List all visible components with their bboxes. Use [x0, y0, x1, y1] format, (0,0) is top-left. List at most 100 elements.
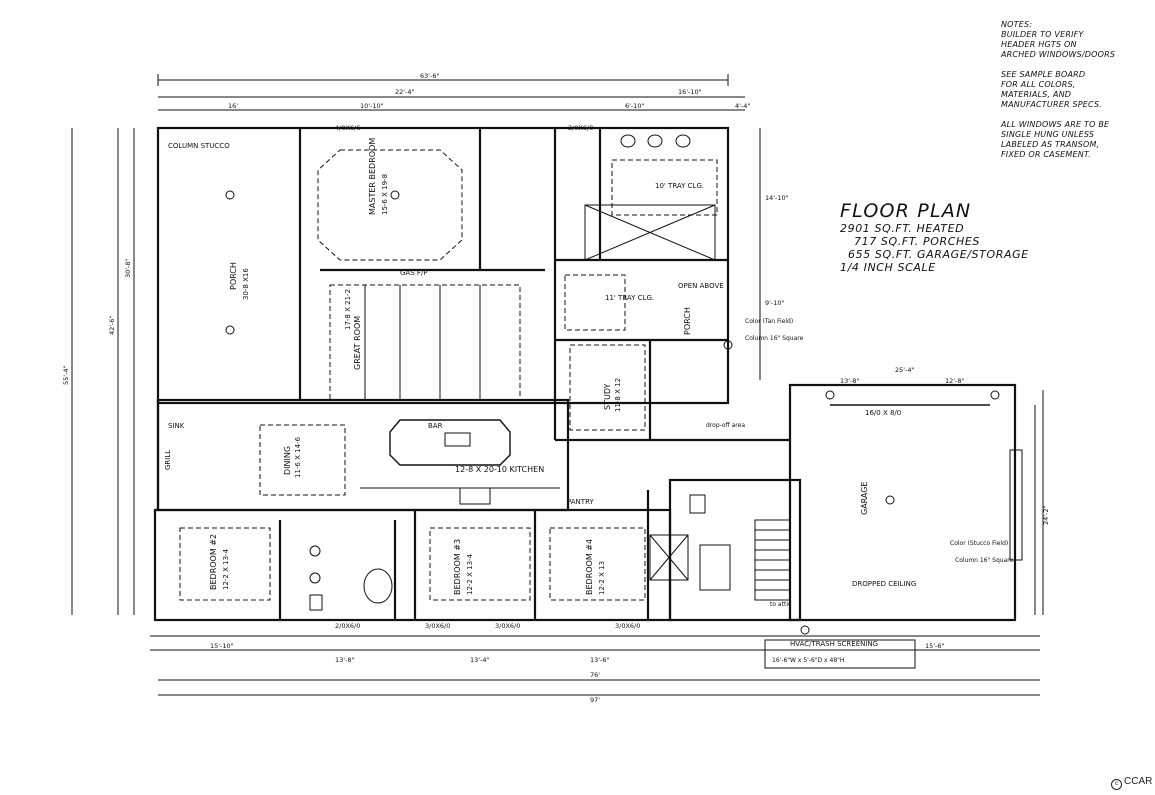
bathtub: [363, 568, 393, 604]
study-dim: 11-8 X 12: [614, 378, 622, 412]
column-color-note-1: Color (Tan Field): [745, 318, 793, 325]
dining-label: DINING: [283, 446, 292, 475]
dim-bottom-c: 13'-4": [470, 656, 490, 664]
trash-label: HVAC/TRASH SCREENING: [790, 640, 878, 648]
upper-wing-walls: [156, 126, 730, 405]
dim-overall-top: 63'-6": [420, 72, 440, 80]
master-sink-left: [620, 134, 636, 148]
trash-dim: 16'-6"W x 5'-6"D x 48"H: [772, 657, 844, 664]
window-label-e: 2/0X6/0: [335, 622, 360, 630]
notes-line: FIXED OR CASEMENT.: [1001, 150, 1091, 159]
notes-line: FOR ALL COLORS,: [1001, 80, 1076, 89]
trash-screen: [764, 639, 916, 669]
garage-door-label: 16/0 X 8/0: [865, 409, 901, 417]
heated-area: 2901 SQ.FT. HEATED: [840, 222, 965, 235]
bedroom-2-label: BEDROOM #2: [209, 534, 218, 590]
garage-label: GARAGE: [860, 482, 869, 516]
notes-block: NOTES: BUILDER TO VERIFY HEADER HGTS ON …: [1001, 20, 1151, 160]
porch-area: 717 SQ.FT. PORCHES: [854, 235, 980, 248]
bedroom-3-dim: 12-2 X 13-4: [466, 553, 474, 595]
dim-right-c: 12'-8": [945, 377, 965, 385]
window-label-a: 4/0X6/6: [335, 124, 360, 132]
notes-spacer: [1001, 60, 1151, 70]
dim-overall-bottom: 97': [590, 696, 600, 704]
dim-bottom-b: 13'-8": [335, 656, 355, 664]
notes-heading: NOTES:: [1001, 20, 1033, 29]
column-size-note-1: Column 16" Square: [745, 335, 804, 342]
porch2-label: PORCH: [683, 307, 692, 335]
bedroom-4-dim: 12-2 X 13: [598, 561, 606, 595]
window-label-d: 3/0X6/0: [495, 622, 520, 630]
sink-label: SINK: [168, 422, 185, 430]
ceiling-light: [225, 190, 235, 200]
plan-scale: 1/4 INCH SCALE: [840, 261, 936, 274]
grill-label: GRILL: [164, 450, 172, 470]
great-room-ceiling: [329, 284, 521, 401]
notes-line: ALL WINDOWS ARE TO BE: [1001, 120, 1110, 129]
great-room-dim: 17-8 X 21-2: [344, 289, 352, 330]
master-dim: 15-6 X 19-8: [381, 174, 389, 215]
drop-off-label: drop-off area: [706, 422, 745, 429]
bedroom-2-dim: 12-2 X 13-4: [222, 548, 230, 590]
attic-label: to attic: [770, 601, 791, 608]
tray-clg-2-label: 11' TRAY CLG.: [605, 294, 654, 302]
dim-bottom-e: 15'-6": [925, 642, 945, 650]
study-label: STUDY: [603, 383, 612, 410]
porch-dim: 30-8 X16: [242, 268, 250, 300]
dining-dim: 11-6 X 14-6: [294, 436, 302, 478]
copyright-icon: c: [1111, 779, 1122, 790]
bar-label: BAR: [428, 422, 443, 430]
column-color-note-2: Color (Stucco Field): [950, 540, 1008, 547]
dim-right-b: 13'-8": [840, 377, 860, 385]
dim-top-b: 16': [228, 102, 238, 110]
dim-right-e: 9'-10": [765, 299, 785, 307]
notes-line: SEE SAMPLE BOARD: [1001, 70, 1086, 79]
window-label-c: 3/0X6/0: [425, 622, 450, 630]
dim-top-e: 16'-10": [678, 88, 702, 96]
master-label: MASTER BEDROOM: [368, 138, 377, 215]
master-tray-ceiling: [317, 149, 463, 261]
garage-area: 655 SQ.FT. GARAGE/STORAGE: [848, 248, 1029, 261]
dim-right-a: 25'-4": [895, 366, 915, 374]
bedroom-4-label: BEDROOM #4: [585, 539, 594, 595]
bedroom-3-label: BEDROOM #3: [453, 539, 462, 595]
great-room-label: GREAT ROOM: [353, 316, 362, 370]
tray-clg-label: 10' TRAY CLG.: [655, 182, 704, 190]
dim-top-f: 4'-4": [735, 102, 750, 110]
column-size-note-2: Column 16" Square: [955, 557, 1014, 564]
notes-line: MATERIALS, AND: [1001, 90, 1072, 99]
open-above-label: OPEN ABOVE: [678, 282, 724, 290]
window-label-f: 3/0X6/0: [615, 622, 640, 630]
dim-bottom-a: 15'-10": [210, 642, 234, 650]
garage-walls: [788, 383, 1017, 622]
notes-spacer: [1001, 110, 1151, 120]
dim-porch-depth: 30'-8": [124, 258, 132, 278]
notes-line: LABELED AS TRANSOM,: [1001, 140, 1100, 149]
gas-fp-label: GAS F/P: [400, 269, 428, 277]
dim-top-d: 10'-10": [360, 102, 384, 110]
ccar-text: CCAR: [1124, 776, 1153, 787]
notes-line: MANUFACTURER SPECS.: [1001, 100, 1102, 109]
plan-title: FLOOR PLAN: [840, 200, 972, 222]
dim-bottom-d: 13'-6": [590, 656, 610, 664]
notes-line: BUILDER TO VERIFY: [1001, 30, 1084, 39]
kitchen-label: 12-8 X 20-10 KITCHEN: [455, 465, 544, 474]
dim-top-c: 6'-10": [625, 102, 645, 110]
title-block: FLOOR PLAN 2901 SQ.FT. HEATED 717 SQ.FT.…: [840, 200, 1029, 274]
kitchen-island: [389, 419, 511, 466]
dim-left-depth-2: 42'-6": [108, 315, 116, 335]
window-label-b: 2/0X6/0: [568, 124, 593, 132]
notes-line: HEADER HGTS ON: [1001, 40, 1077, 49]
dim-left-depth: 55'-4": [62, 365, 70, 385]
pantry-label: PANTRY: [567, 498, 594, 506]
dropped-ceiling-label: DROPPED CEILING: [852, 580, 916, 588]
porch-label: PORCH: [229, 262, 238, 290]
dim-top-a: 22'-4": [395, 88, 415, 96]
notes-line: ARCHED WINDOWS/DOORS: [1001, 50, 1116, 59]
column-stucco-label: COLUMN STUCCO: [168, 142, 230, 150]
dim-right-depth: 24'-2": [1042, 505, 1050, 525]
notes-line: SINGLE HUNG UNLESS: [1001, 130, 1095, 139]
